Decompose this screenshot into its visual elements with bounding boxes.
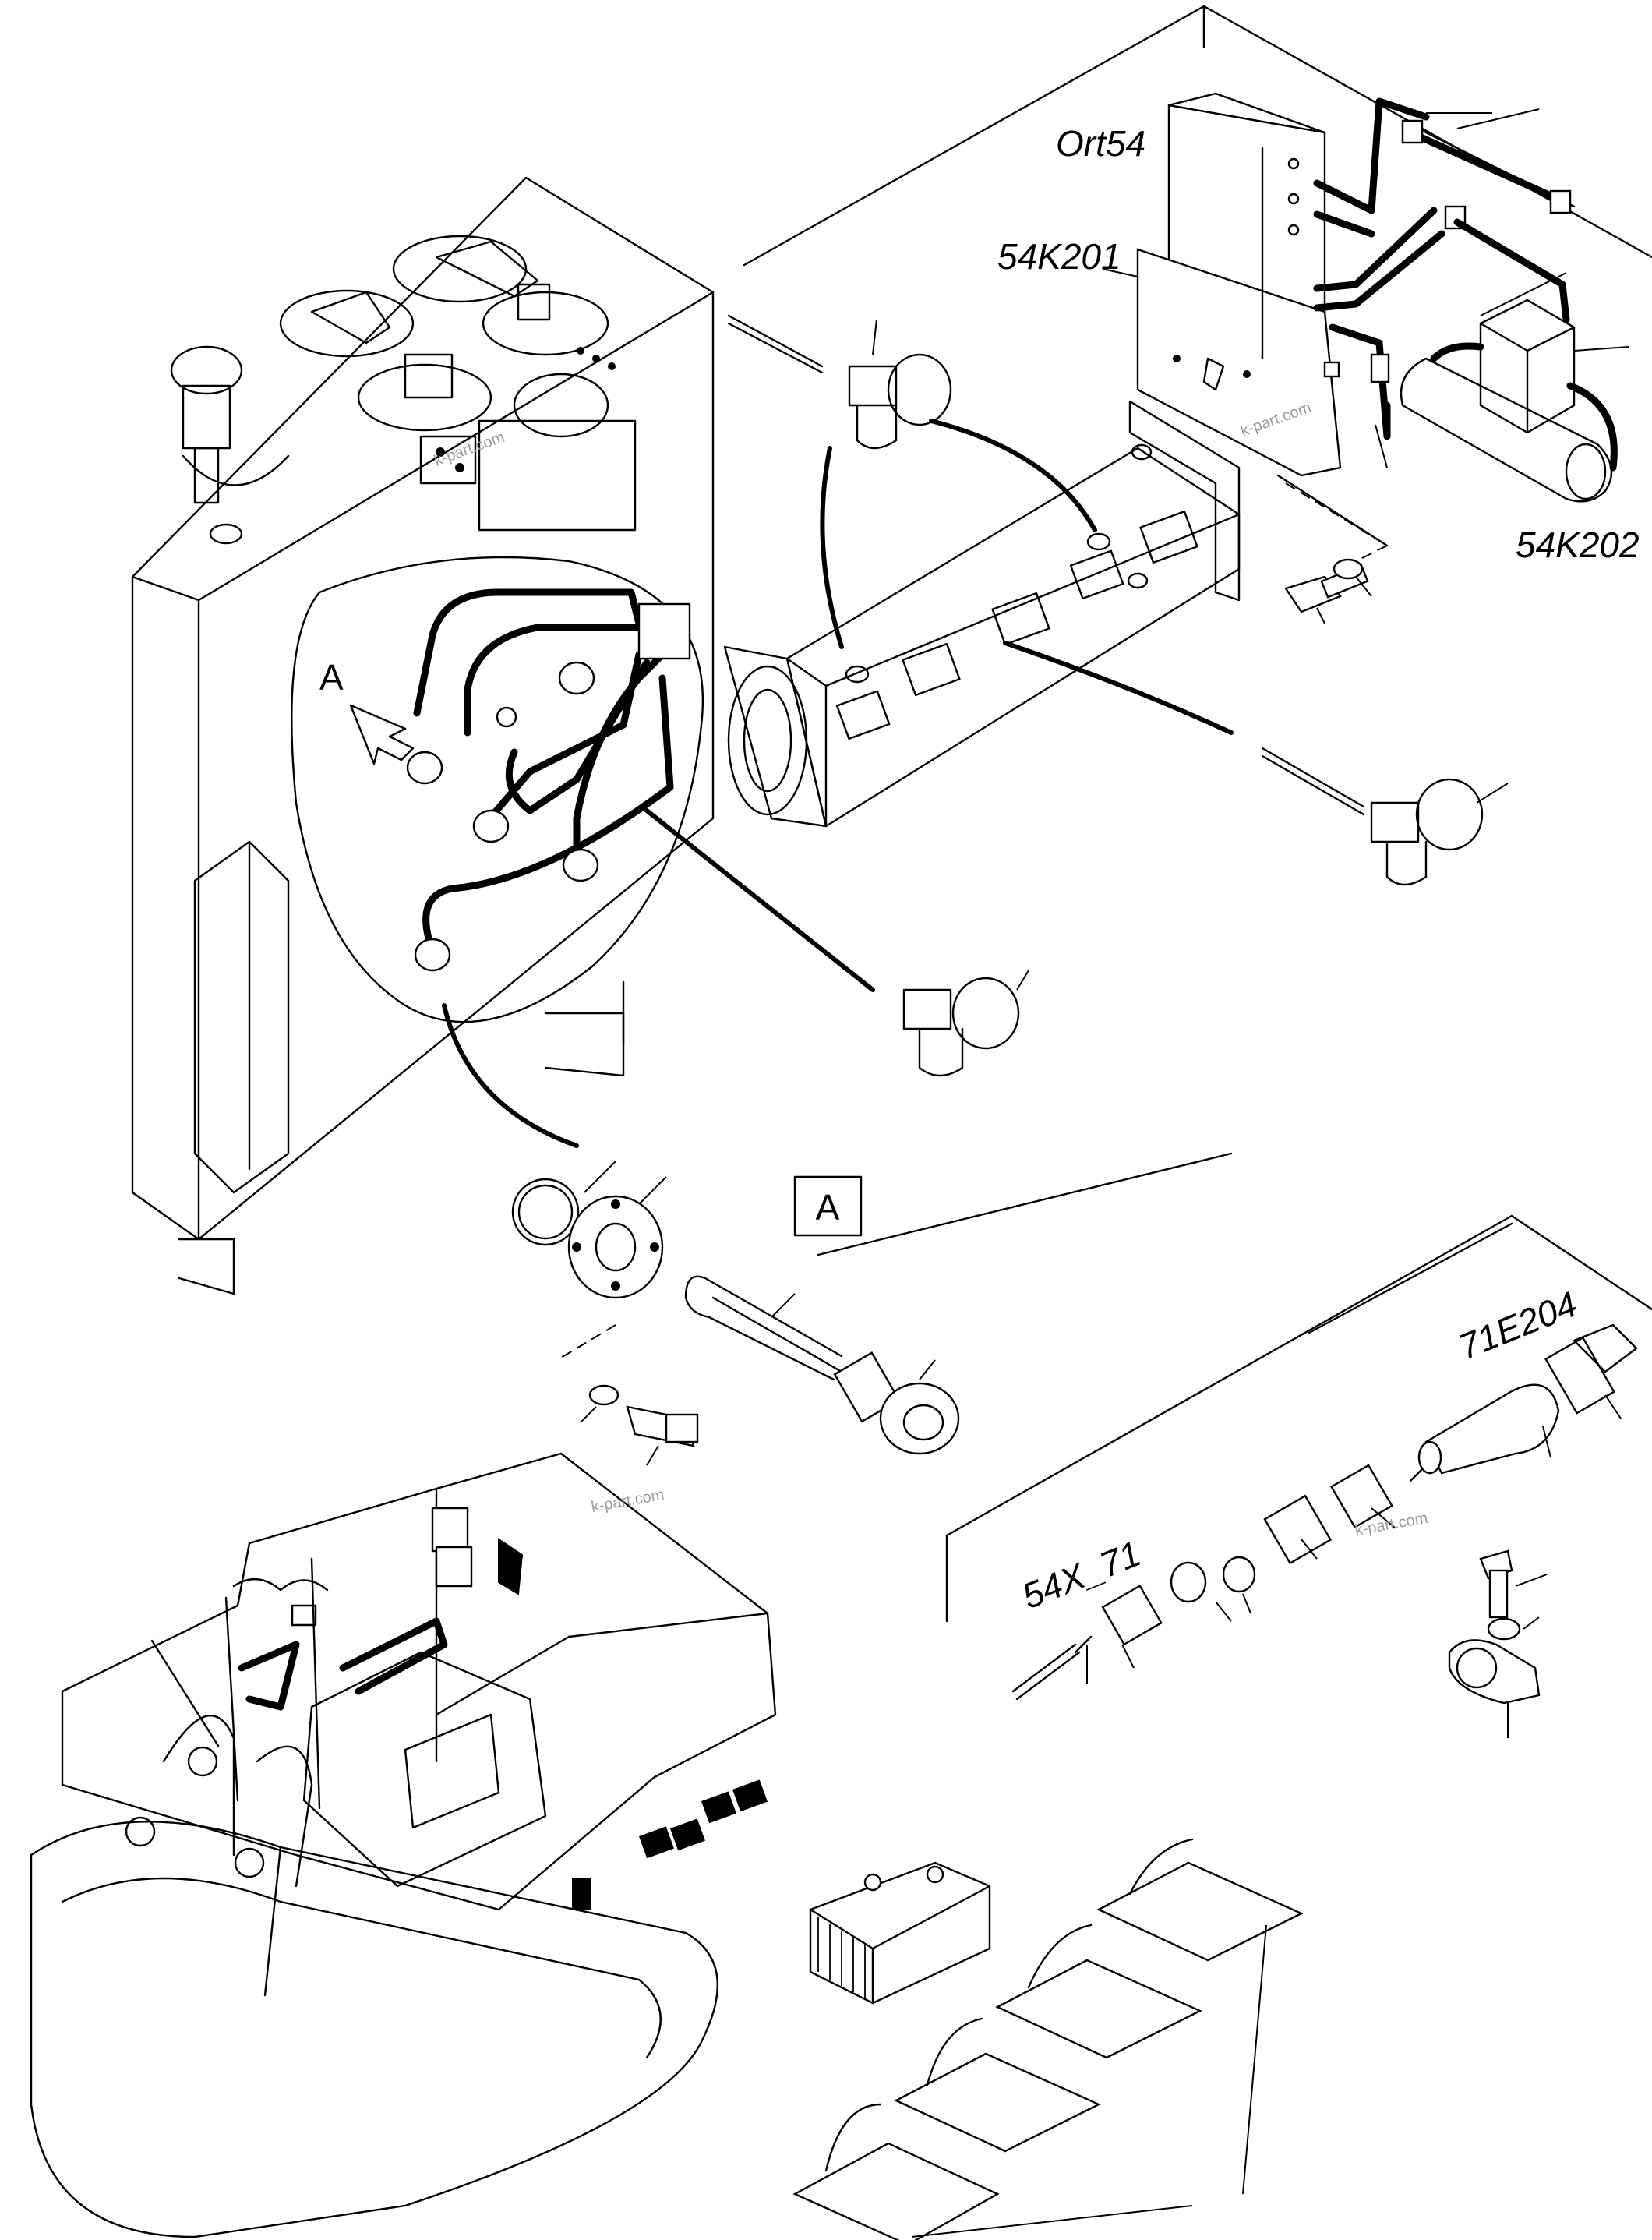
label-54k201: 54K201 [997, 236, 1121, 277]
thermostat-right [1003, 641, 1509, 886]
label-54k202: 54K202 [1516, 525, 1640, 565]
label-ort54: Ort54 [1056, 123, 1145, 164]
connector-assembly [945, 1214, 1652, 1738]
hydraulic-tank [131, 176, 715, 1295]
watermark-1: k-part.com [432, 429, 507, 470]
wall-outline [743, 5, 1652, 1256]
detail-view-bubble: A [291, 556, 704, 1023]
battery-and-pads [792, 1838, 1304, 2240]
excavator-overview [30, 1452, 777, 2238]
watermark-3: k-part.com [590, 1486, 665, 1516]
watermarks: k-part.com k-part.com k-part.com k-part.… [432, 399, 1429, 1539]
heating-element-detail: A [442, 1003, 960, 1466]
bolt-washer-upper [1284, 558, 1372, 624]
view-arrow-label: A [319, 657, 344, 698]
thermostat-upper [727, 314, 1097, 649]
control-box-ort54 [1102, 92, 1629, 562]
thermostat-center [644, 808, 1029, 1077]
heater-manifold [723, 400, 1241, 828]
detail-box-label: A [816, 1187, 840, 1228]
